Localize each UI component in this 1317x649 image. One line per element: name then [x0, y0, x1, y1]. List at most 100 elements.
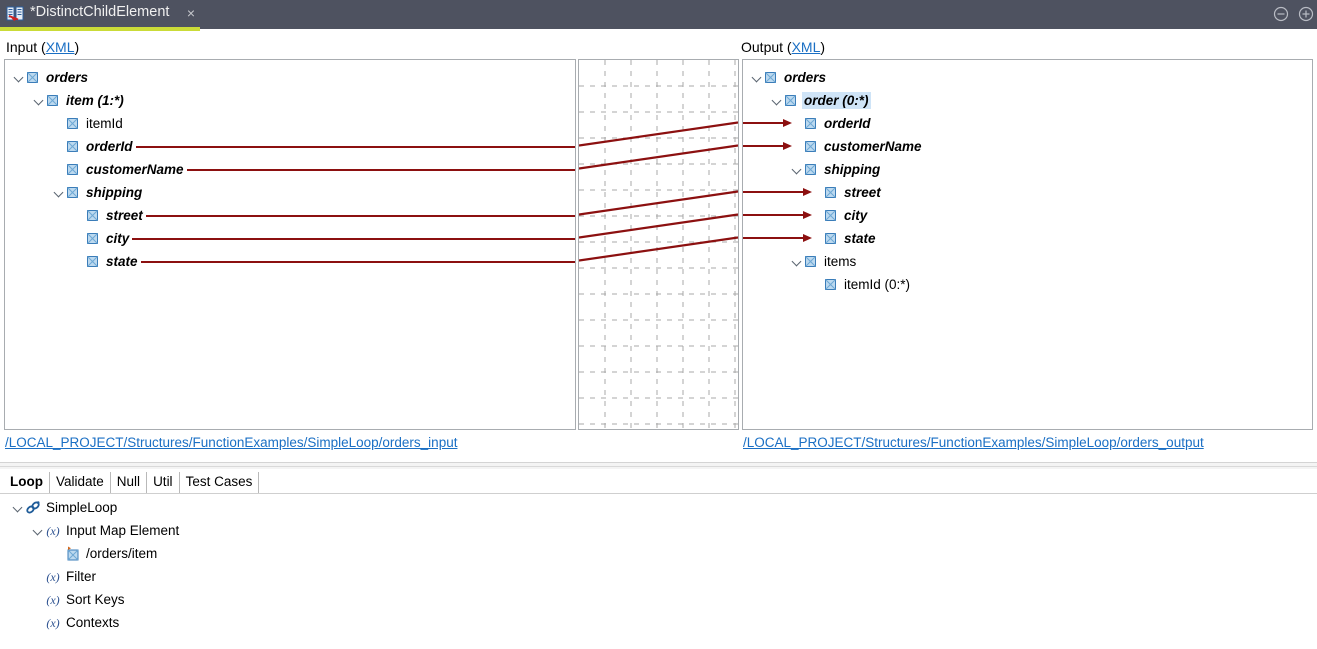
bottom-node-contexts[interactable]: (x) Contexts [0, 611, 1317, 634]
bottom-node-label: SimpleLoop [46, 500, 118, 515]
xml-element-icon [66, 117, 79, 130]
output-tree-panel[interactable]: orders order (0:*) orderId customerName ship… [742, 59, 1313, 430]
tab-test-cases[interactable]: Test Cases [180, 472, 260, 494]
input-connector-line [140, 260, 575, 263]
bottom-node-label: Contexts [66, 615, 120, 630]
twisty-placeholder [811, 232, 824, 245]
chevron-down-icon[interactable] [791, 163, 804, 176]
twisty-placeholder [52, 547, 65, 560]
twisty-placeholder [32, 570, 45, 583]
twisty-placeholder [53, 117, 66, 130]
input-path-link[interactable]: /LOCAL_PROJECT/Structures/FunctionExampl… [5, 435, 458, 450]
xml-element-icon [66, 140, 79, 153]
output-node-orders[interactable]: orders [743, 66, 1312, 89]
output-node-label: orderId [824, 116, 871, 131]
svg-text:(x): (x) [46, 593, 59, 607]
function-x-icon: (x) [45, 592, 61, 608]
chevron-down-icon[interactable] [791, 255, 804, 268]
input-node-customerName[interactable]: customerName [5, 158, 575, 181]
function-x-icon: (x) [45, 569, 61, 585]
output-path-link[interactable]: /LOCAL_PROJECT/Structures/FunctionExampl… [743, 435, 1204, 450]
xml-element-icon [804, 255, 817, 268]
output-xml-link[interactable]: XML [791, 39, 821, 55]
input-node-street[interactable]: street [5, 204, 575, 227]
chevron-down-icon[interactable] [12, 501, 25, 514]
output-node-customerName[interactable]: customerName [743, 135, 1312, 158]
chevron-down-icon[interactable] [32, 524, 45, 537]
input-node-state[interactable]: state [5, 250, 575, 273]
input-node-item[interactable]: item (1:*) [5, 89, 575, 112]
bottom-node-filter[interactable]: (x)Filter [0, 565, 1317, 588]
twisty-placeholder [73, 209, 86, 222]
horizontal-splitter[interactable] [0, 462, 1317, 469]
tab-util[interactable]: Util [147, 472, 180, 494]
output-tree[interactable]: orders order (0:*) orderId customerName ship… [743, 60, 1312, 429]
input-node-itemId[interactable]: itemId [5, 112, 575, 135]
output-node-label: itemId (0:*) [844, 277, 911, 292]
xml-element-icon [824, 209, 837, 222]
input-node-orderId[interactable]: orderId [5, 135, 575, 158]
input-label-suffix: ) [74, 39, 80, 55]
output-node-itemId[interactable]: itemId (0:*) [743, 273, 1312, 296]
chevron-down-icon[interactable] [33, 94, 46, 107]
input-node-label: street [106, 208, 143, 223]
output-node-label: order (0:*) [802, 92, 871, 109]
input-section-label: Input (XML) [6, 39, 79, 55]
xml-element-icon [824, 278, 837, 291]
close-icon[interactable]: × [186, 5, 196, 21]
output-node-orderId[interactable]: orderId [743, 112, 1312, 135]
tab-loop[interactable]: Loop [4, 472, 50, 494]
chevron-down-icon[interactable] [751, 71, 764, 84]
input-connector-line [186, 168, 575, 171]
input-node-city[interactable]: city [5, 227, 575, 250]
input-label-prefix: Input ( [6, 39, 46, 55]
twisty-placeholder [32, 616, 45, 629]
input-node-label: itemId [86, 116, 123, 131]
output-node-label: customerName [824, 139, 922, 154]
xml-element-icon [804, 140, 817, 153]
output-node-order[interactable]: order (0:*) [743, 89, 1312, 112]
mapping-canvas[interactable] [578, 59, 739, 430]
xml-element-icon [824, 232, 837, 245]
bottom-node-sort-keys[interactable]: (x)Sort Keys [0, 588, 1317, 611]
bottom-tree[interactable]: SimpleLoop(x)Input Map Element/orders/it… [0, 496, 1317, 649]
input-connector-line [132, 237, 575, 240]
maximize-circle-icon[interactable] [1297, 5, 1315, 23]
output-node-city[interactable]: city [743, 204, 1312, 227]
chevron-down-icon[interactable] [53, 186, 66, 199]
chevron-down-icon[interactable] [13, 71, 26, 84]
input-node-label: orders [46, 70, 89, 85]
output-label-suffix: ) [820, 39, 826, 55]
input-node-orders[interactable]: orders [5, 66, 575, 89]
mapping-grid [579, 60, 738, 429]
input-connector-line [135, 145, 575, 148]
minimize-circle-icon[interactable] [1272, 5, 1290, 23]
twisty-placeholder [53, 163, 66, 176]
chevron-down-icon[interactable] [771, 94, 784, 107]
twisty-placeholder [811, 278, 824, 291]
svg-text:(x): (x) [46, 616, 59, 630]
twisty-placeholder [73, 232, 86, 245]
bottom-node-orders-item[interactable]: /orders/item [0, 542, 1317, 565]
twisty-placeholder [811, 209, 824, 222]
xml-element-icon [764, 71, 777, 84]
input-node-label: orderId [86, 139, 133, 154]
bottom-node-input-map-element[interactable]: (x)Input Map Element [0, 519, 1317, 542]
output-section-label: Output (XML) [741, 39, 825, 55]
xml-element-icon [804, 163, 817, 176]
bottom-node-simpleloop[interactable]: SimpleLoop [0, 496, 1317, 519]
output-node-items[interactable]: items [743, 250, 1312, 273]
output-node-state[interactable]: state [743, 227, 1312, 250]
output-node-street[interactable]: street [743, 181, 1312, 204]
input-xml-link[interactable]: XML [45, 39, 75, 55]
output-node-label: orders [784, 70, 827, 85]
input-tree[interactable]: orders item (1:*) itemId orderId customerNam… [5, 60, 575, 429]
output-node-shipping[interactable]: shipping [743, 158, 1312, 181]
tab-validate[interactable]: Validate [50, 472, 111, 494]
input-tree-panel[interactable]: orders item (1:*) itemId orderId customerNam… [4, 59, 576, 430]
bottom-node-label: Input Map Element [66, 523, 180, 538]
input-node-shipping[interactable]: shipping [5, 181, 575, 204]
twisty-placeholder [32, 593, 45, 606]
tab-null[interactable]: Null [111, 472, 148, 494]
